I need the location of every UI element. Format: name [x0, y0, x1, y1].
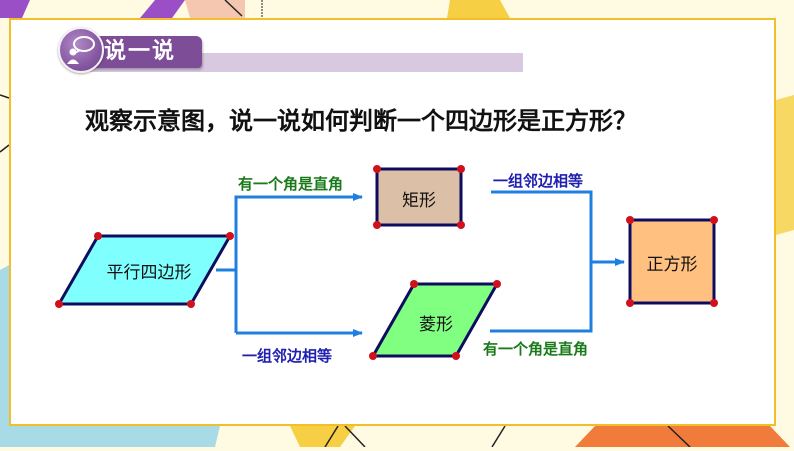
edge-label-adjacent-sides-top: 一组邻边相等 — [493, 172, 584, 190]
section-title-tag: 说一说 — [90, 36, 202, 68]
square-shape — [626, 216, 718, 307]
section-title: 说一说 — [104, 39, 177, 64]
rectangle-label: 矩形 — [402, 191, 436, 211]
edge-label-right-angle-top: 有一个角是直角 — [238, 175, 344, 193]
connector-lines — [216, 190, 625, 337]
edge-label-right-angle-bottom: 有一个角是直角 — [483, 340, 589, 358]
edge-label-adjacent-sides-bottom: 一组邻边相等 — [242, 347, 333, 365]
rectangle-shape — [373, 165, 465, 229]
question-text: 观察示意图，说一说如何判断一个四边形是正方形？ — [85, 107, 637, 135]
square-label: 正方形 — [646, 255, 698, 275]
speech-bubble-person-icon — [58, 27, 104, 73]
rhombus-label: 菱形 — [419, 315, 453, 335]
parallelogram-label: 平行四边形 — [106, 263, 192, 283]
rhombus-shape — [369, 280, 501, 360]
parallelogram-shape — [55, 232, 234, 308]
